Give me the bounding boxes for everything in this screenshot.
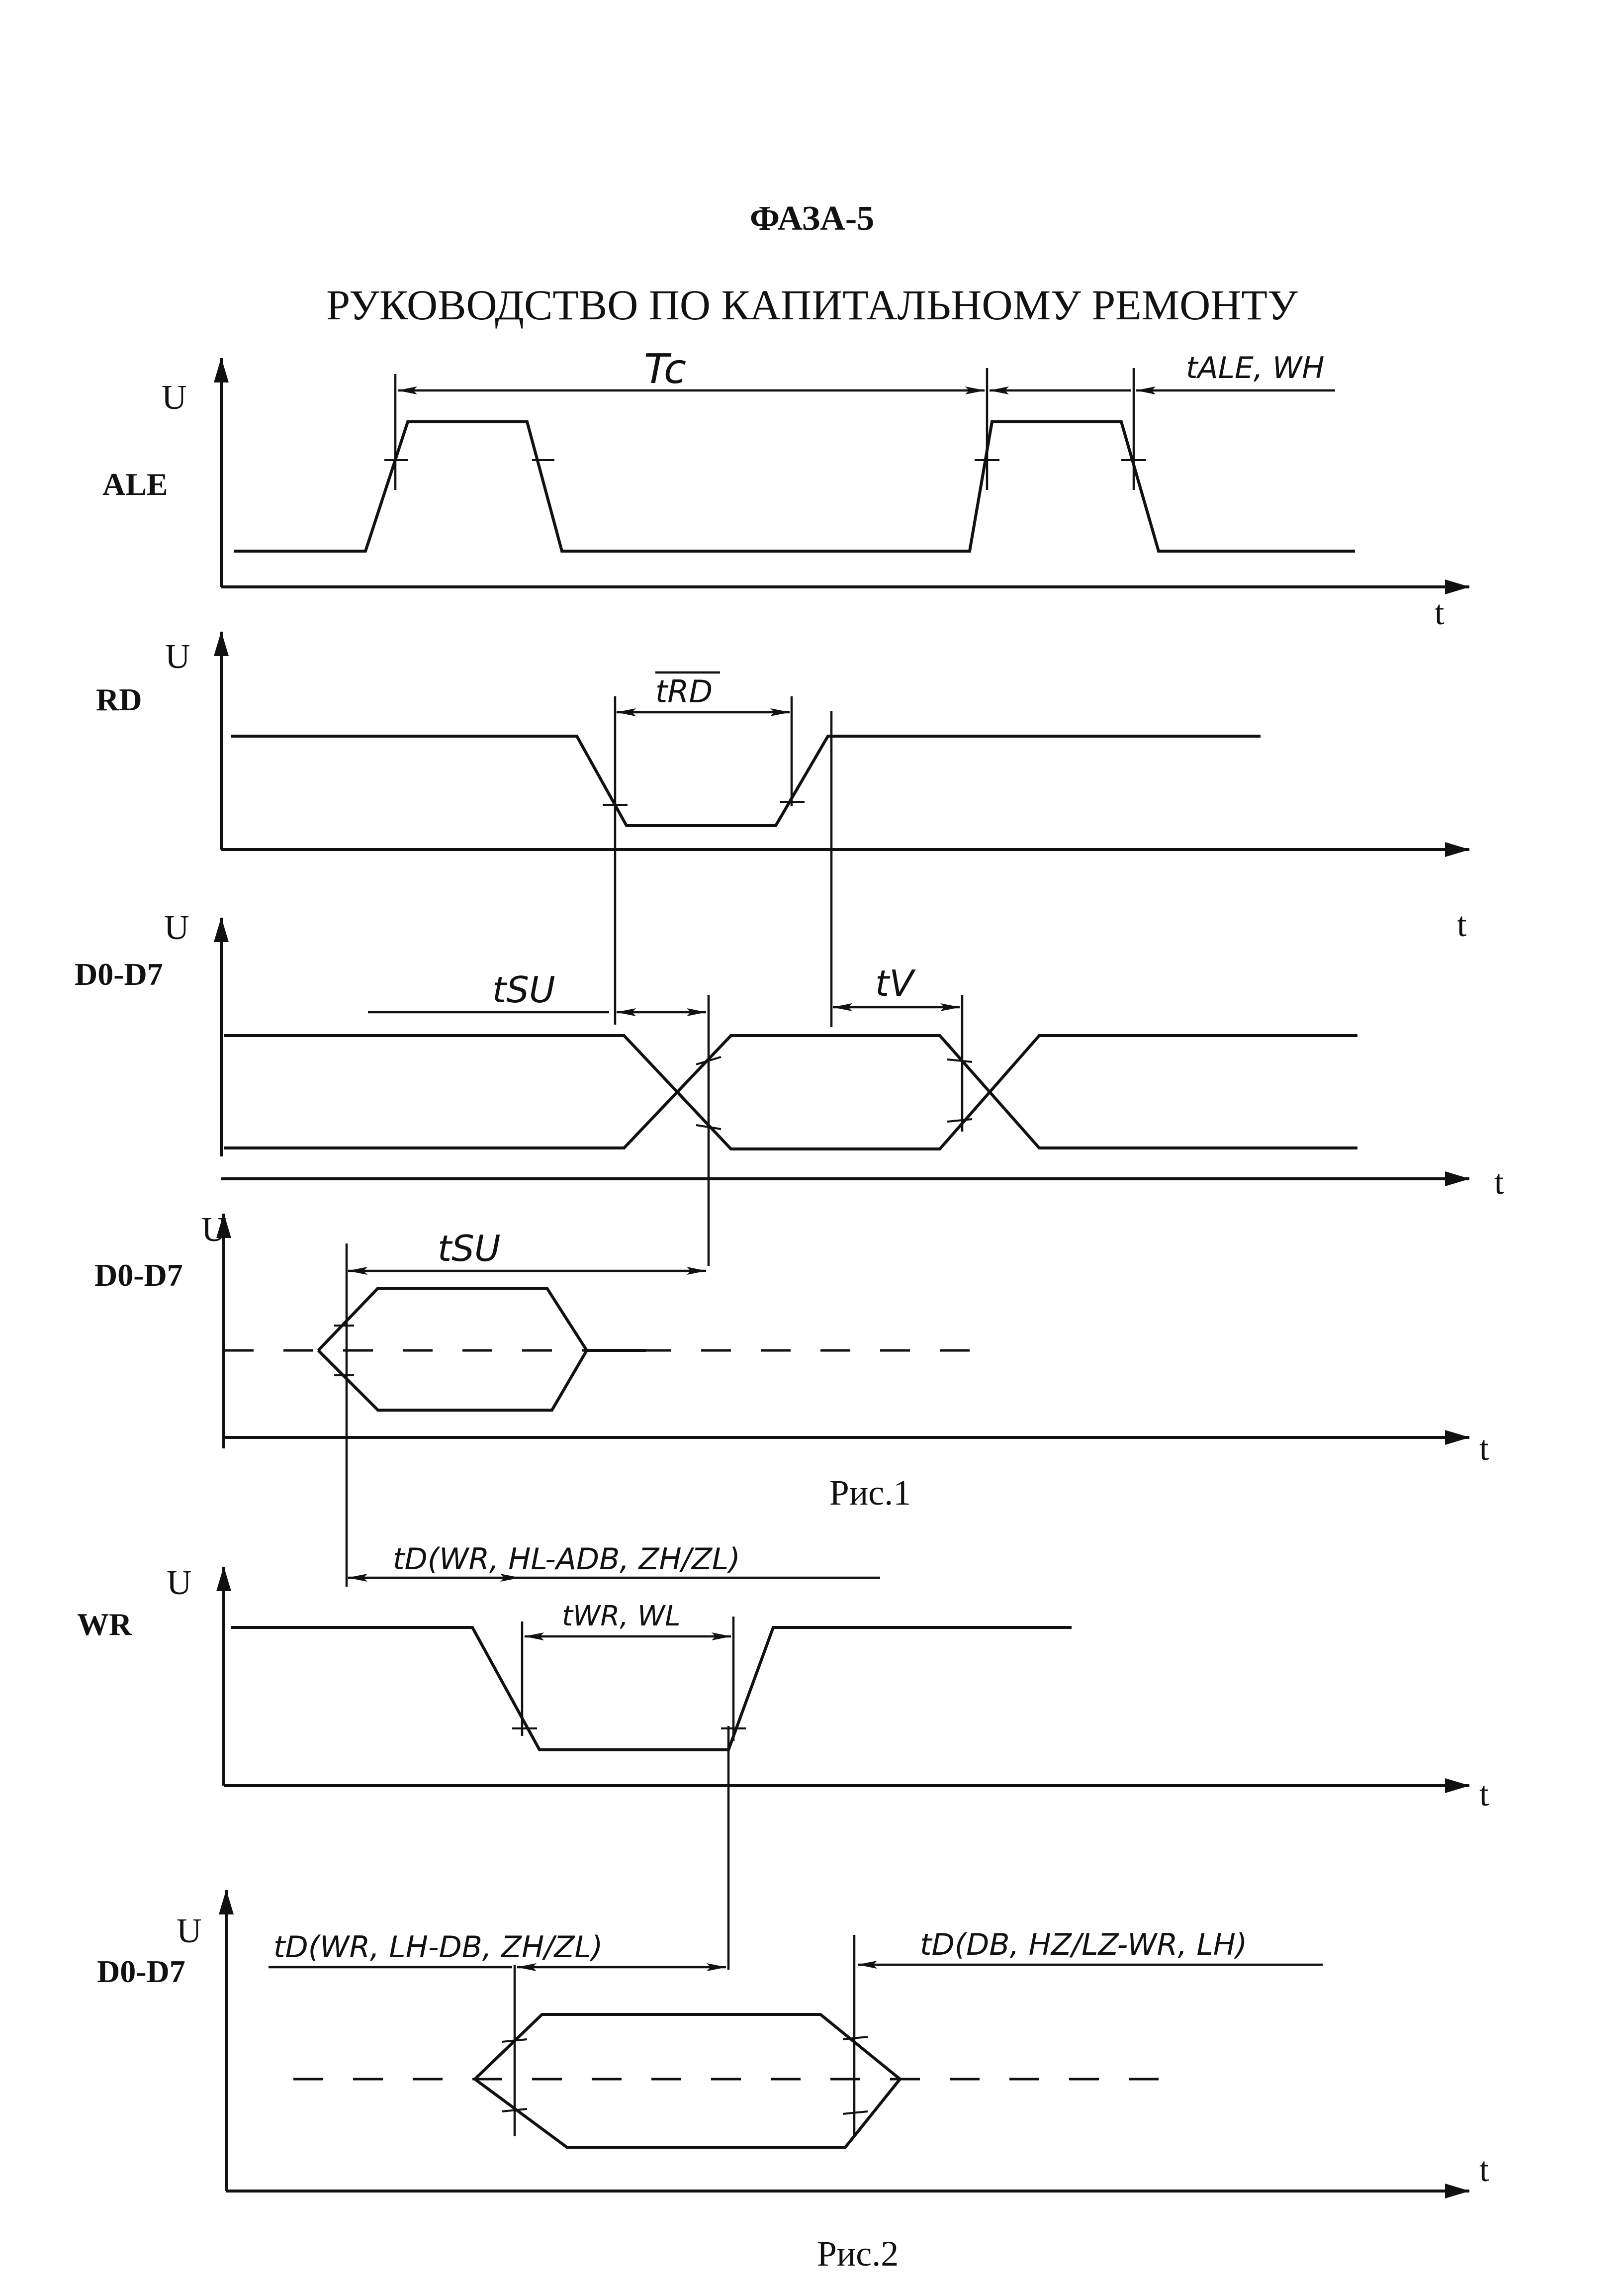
axis-t-label: t [1435, 594, 1444, 632]
ale-waveform [234, 420, 1355, 553]
axis-t-label: t [1479, 1430, 1489, 1468]
wr-waveform [231, 1626, 1072, 1751]
signal-label-rd: RD [96, 682, 142, 717]
axis-u-label: U [164, 909, 189, 947]
ale-panel: ALE U t Tc tALE, WH [102, 346, 1470, 632]
signal-label-ale: ALE [102, 467, 168, 502]
d0-d7-write-panel: D0-D7 U t tD(WR, LH-DB, ZH/ZL) tD(DB, HZ… [97, 1890, 1489, 2198]
data-window-upper [317, 1287, 646, 1352]
document-title: ФАЗА-5 [750, 199, 874, 238]
tick-mark [947, 1058, 973, 1063]
d0-d7-setup-panel: D0-D7 U t tSU [94, 1211, 1489, 1587]
signal-label-d0-d7: D0-D7 [75, 956, 163, 992]
axis-t-label: t [1479, 2151, 1489, 2189]
data-line-low-to-high [224, 1034, 1357, 1149]
data-window-upper [473, 2013, 901, 2081]
t-su-annotation: tSU [438, 1228, 501, 1269]
figure-1-caption: Рис.1 [829, 1473, 911, 1513]
t-rd-annotation: tRD [655, 673, 713, 710]
signal-label-d0-d7: D0-D7 [97, 1954, 185, 1989]
rd-panel: RD U t tRD [96, 631, 1470, 1027]
signal-label-d0-d7: D0-D7 [94, 1257, 183, 1293]
axis-u-label: U [167, 1564, 192, 1602]
axis-t-label: t [1494, 1163, 1504, 1202]
signal-label-wr: WR [77, 1607, 132, 1642]
tick-mark [947, 1118, 973, 1123]
axis-t-label: t [1457, 906, 1467, 944]
data-window-lower [474, 2078, 902, 2149]
t-v-annotation: tV [875, 962, 916, 1004]
wr-panel: WR U t tD(WR, HL-ADB, ZH/ZL) tWR, WL [77, 1542, 1489, 1970]
rd-waveform [231, 735, 1261, 827]
axis-u-label: U [177, 1912, 202, 1950]
d0-d7-read-panel: D0-D7 U t tSU tV [75, 909, 1504, 1266]
axis-u-label: U [165, 638, 190, 676]
tc-annotation: Tc [644, 346, 686, 393]
axis-t-label: t [1479, 1775, 1489, 1813]
data-window-lower [317, 1349, 588, 1412]
t-ale-wh-annotation: tALE, WH [1186, 351, 1325, 385]
td-db-hz-annotation: tD(DB, HZ/LZ-WR, LH) [920, 1927, 1247, 1962]
data-line-high-to-low [224, 1034, 1357, 1150]
td-wr-hl-annotation: tD(WR, HL-ADB, ZH/ZL) [393, 1542, 740, 1577]
td-wr-lh-annotation: tD(WR, LH-DB, ZH/ZL) [273, 1930, 603, 1965]
axis-u-label: U [162, 379, 187, 417]
t-wr-wl-annotation: tWR, WL [562, 1600, 680, 1632]
t-su-annotation: tSU [492, 969, 555, 1011]
document-subtitle: РУКОВОДСТВО ПО КАПИТАЛЬНОМУ РЕМОНТУ [326, 281, 1298, 329]
figure-2-caption: Рис.2 [817, 2234, 899, 2274]
